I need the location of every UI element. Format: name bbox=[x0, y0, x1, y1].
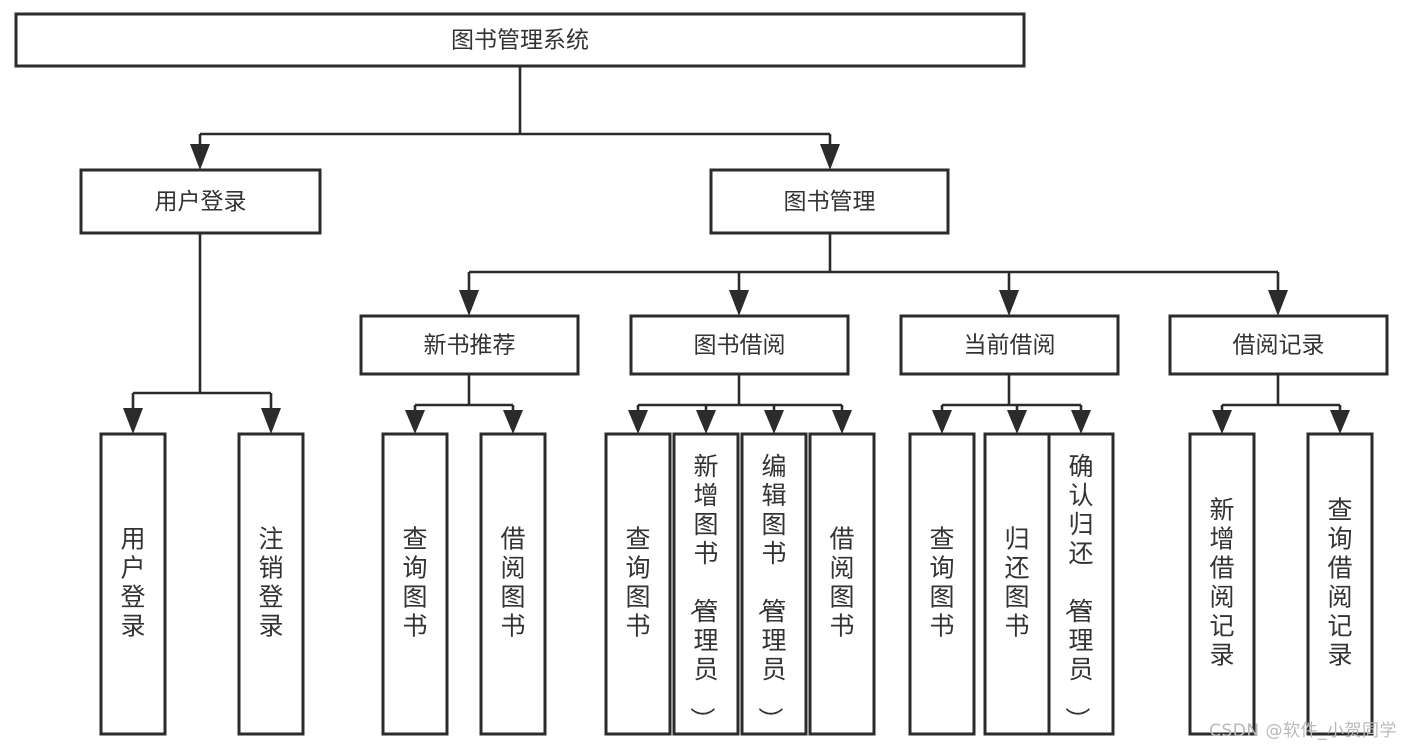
arrow-newbook-leaf-2 bbox=[503, 410, 523, 434]
leaf-node[interactable]: 借阅图书 bbox=[479, 432, 547, 736]
leaf-label: 借阅图书 bbox=[500, 525, 525, 641]
leaf-label: 新增图书（管理员） bbox=[687, 452, 718, 732]
level3-node[interactable]: 当前借阅 bbox=[899, 314, 1120, 376]
connector-layer bbox=[123, 66, 1350, 434]
arrow-record-leaf-2 bbox=[1330, 410, 1350, 434]
arrow-to-leaf-user-login bbox=[123, 408, 143, 434]
leaf-label: 查询借阅记录 bbox=[1327, 496, 1352, 670]
node-layer: 图书管理系统用户登录图书管理新书推荐图书借阅当前借阅借阅记录用户登录注销登录查询… bbox=[14, 12, 1389, 736]
root-label: 图书管理系统 bbox=[451, 28, 589, 54]
level2-node[interactable]: 图书管理 bbox=[709, 168, 950, 235]
arrow-record-leaf-1 bbox=[1212, 410, 1232, 434]
leaf-label: 编辑图书（管理员） bbox=[755, 452, 786, 732]
level2-box[interactable] bbox=[709, 168, 950, 235]
arrow-to-book-borrow bbox=[729, 290, 749, 316]
arrow-current-leaf-2 bbox=[1007, 410, 1027, 434]
leaf-label: 借阅图书 bbox=[829, 525, 854, 641]
leaf-node[interactable]: 新增借阅记录 bbox=[1188, 432, 1256, 736]
leaf-box[interactable] bbox=[479, 432, 547, 736]
level2-box[interactable] bbox=[79, 168, 322, 235]
level3-box[interactable] bbox=[1168, 314, 1389, 376]
level3-box[interactable] bbox=[899, 314, 1120, 376]
leaf-node[interactable]: 用户登录 bbox=[99, 432, 167, 736]
leaf-box[interactable] bbox=[99, 432, 167, 736]
arrow-newbook-leaf-1 bbox=[405, 410, 425, 434]
leaf-box[interactable] bbox=[1047, 432, 1115, 736]
arrow-to-new-book-rec bbox=[459, 290, 479, 316]
leaf-node[interactable]: 确认归还（管理员） bbox=[1047, 432, 1115, 736]
arrow-borrow-leaf-4 bbox=[832, 410, 852, 434]
level3-label: 新书推荐 bbox=[424, 333, 516, 359]
level3-label: 借阅记录 bbox=[1233, 333, 1325, 359]
leaf-box[interactable] bbox=[908, 432, 976, 736]
leaf-box[interactable] bbox=[237, 432, 305, 736]
leaf-label: 用户登录 bbox=[120, 525, 145, 641]
level3-node[interactable]: 新书推荐 bbox=[359, 314, 580, 376]
leaf-node[interactable]: 查询借阅记录 bbox=[1306, 432, 1374, 736]
leaf-box[interactable] bbox=[740, 432, 808, 736]
arrow-current-leaf-1 bbox=[932, 410, 952, 434]
level3-label: 当前借阅 bbox=[964, 333, 1056, 359]
root-box[interactable] bbox=[14, 12, 1026, 68]
leaf-node[interactable]: 编辑图书（管理员） bbox=[740, 432, 808, 736]
arrow-to-user-login bbox=[190, 144, 210, 170]
leaf-node[interactable]: 新增图书（管理员） bbox=[672, 432, 740, 736]
root-node[interactable]: 图书管理系统 bbox=[14, 12, 1026, 68]
leaf-box[interactable] bbox=[672, 432, 740, 736]
arrow-to-leaf-logout bbox=[261, 408, 281, 434]
leaf-label: 查询图书 bbox=[402, 525, 427, 641]
level2-node[interactable]: 用户登录 bbox=[79, 168, 322, 235]
leaf-label: 新增借阅记录 bbox=[1209, 496, 1234, 670]
arrow-current-leaf-3 bbox=[1071, 410, 1091, 434]
arrow-to-current-borrow bbox=[999, 290, 1019, 316]
leaf-node[interactable]: 归还图书 bbox=[983, 432, 1051, 736]
level3-label: 图书借阅 bbox=[694, 333, 786, 359]
leaf-box[interactable] bbox=[381, 432, 449, 736]
leaf-node[interactable]: 查询图书 bbox=[908, 432, 976, 736]
leaf-label: 查询图书 bbox=[929, 525, 954, 641]
leaf-box[interactable] bbox=[1306, 432, 1374, 736]
leaf-box[interactable] bbox=[1188, 432, 1256, 736]
level3-node[interactable]: 借阅记录 bbox=[1168, 314, 1389, 376]
leaf-node[interactable]: 查询图书 bbox=[381, 432, 449, 736]
arrow-to-borrow-record bbox=[1268, 290, 1288, 316]
arrow-to-book-mgmt bbox=[820, 144, 840, 170]
leaf-node[interactable]: 查询图书 bbox=[604, 432, 672, 736]
leaf-label: 归还图书 bbox=[1004, 525, 1029, 641]
leaf-label: 确认归还（管理员） bbox=[1062, 452, 1093, 732]
level3-node[interactable]: 图书借阅 bbox=[629, 314, 850, 376]
level3-box[interactable] bbox=[359, 314, 580, 376]
arrow-borrow-leaf-3 bbox=[764, 410, 784, 434]
level2-label: 用户登录 bbox=[155, 189, 247, 215]
leaf-node[interactable]: 注销登录 bbox=[237, 432, 305, 736]
leaf-box[interactable] bbox=[604, 432, 672, 736]
level2-label: 图书管理 bbox=[784, 189, 876, 215]
level3-box[interactable] bbox=[629, 314, 850, 376]
arrow-borrow-leaf-2 bbox=[696, 410, 716, 434]
leaf-label: 注销登录 bbox=[258, 525, 283, 641]
leaf-label: 查询图书 bbox=[625, 525, 650, 641]
arrow-borrow-leaf-1 bbox=[628, 410, 648, 434]
leaf-box[interactable] bbox=[808, 432, 876, 736]
leaf-node[interactable]: 借阅图书 bbox=[808, 432, 876, 736]
